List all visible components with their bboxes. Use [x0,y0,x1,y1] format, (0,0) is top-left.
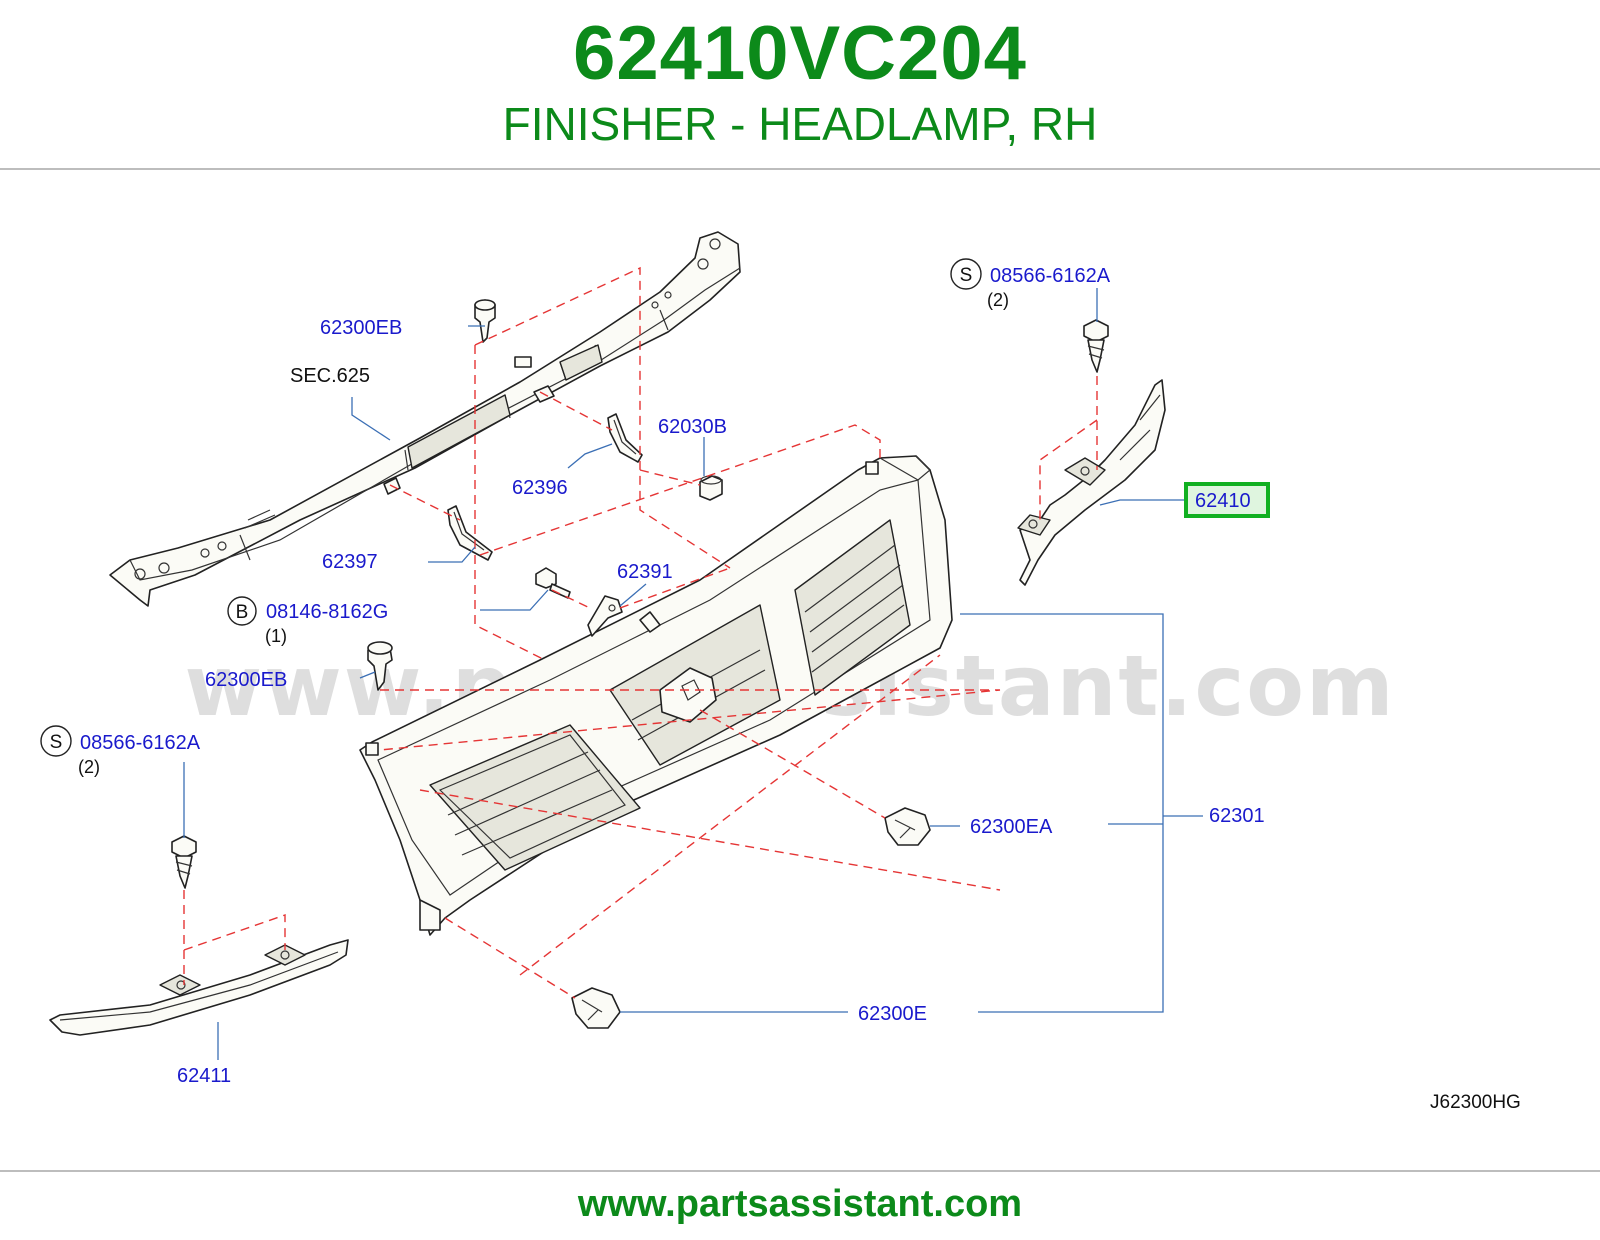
exploded-parts-diagram: www.partsassistant.com [40,231,1521,1113]
symbol-s-circle-left [40,725,72,757]
headlamp-finisher-rh [1017,379,1166,586]
label-62030b: 62030B [658,416,727,438]
page-header: 62410VC204 FINISHER - HEADLAMP, RH [0,0,1600,168]
symbol-s-circle-top [950,258,982,290]
alignment-dash-lines [183,266,1098,999]
clip-62300e [571,987,621,1029]
qty-08566-6162a-left: (2) [78,757,100,777]
qty-08566-6162a-top: (2) [987,290,1009,310]
highlight-box-62410 [1184,482,1270,518]
label-62397: 62397 [322,551,378,573]
bracket-62391 [587,595,623,637]
symbol-b-circle [227,596,257,626]
label-62301: 62301 [1209,805,1265,827]
label-08146-8162g: 08146-8162G [266,601,388,623]
clip-62300eb-left [367,641,393,691]
label-62300eb-top: 62300EB [320,317,402,339]
label-sec-625: SEC.625 [290,365,370,387]
footer-divider [0,1170,1600,1172]
callout-08566-6162a-left: S 08566-6162A (2) [40,725,201,777]
bolt-08146 [535,567,571,599]
symbol-b-text: B [236,602,249,623]
footer-website-url[interactable]: www.partsassistant.com [577,1183,1023,1225]
label-62300eb-left: 62300EB [205,669,287,691]
grommet-62030b [699,475,723,501]
clip-62300eb-top [474,299,496,343]
clip-62300ea [884,807,931,846]
label-62411: 62411 [177,1065,231,1087]
label-08566-6162a-top: 08566-6162A [990,265,1111,287]
label-62300e: 62300E [858,1003,927,1025]
label-62391: 62391 [617,561,673,583]
diagram-code: J62300HG [1430,1092,1521,1113]
screw-08566-top [1083,319,1109,373]
headlamp-finisher-lh [49,939,349,1036]
label-62410: 62410 [1195,490,1251,512]
callout-leaders [183,288,1203,1060]
label-62396: 62396 [512,477,568,499]
front-grille [359,455,953,936]
part-number-title: 62410VC204 [573,11,1027,96]
callout-08146-8162g: B 08146-8162G (1) [227,596,388,646]
part-description: FINISHER - HEADLAMP, RH [502,98,1098,150]
upper-support-bar [109,231,741,607]
symbol-s-text-left: S [50,732,63,753]
label-08566-6162a-left: 08566-6162A [80,732,201,754]
callout-08566-6162a-top: S 08566-6162A (2) [950,258,1111,310]
qty-08146-8162g: (1) [265,626,287,646]
bracket-62396 [607,413,643,463]
label-62300ea: 62300EA [970,816,1053,838]
symbol-s-text-top: S [960,265,973,286]
header-divider [0,168,1600,170]
screw-08566-left [171,835,197,889]
